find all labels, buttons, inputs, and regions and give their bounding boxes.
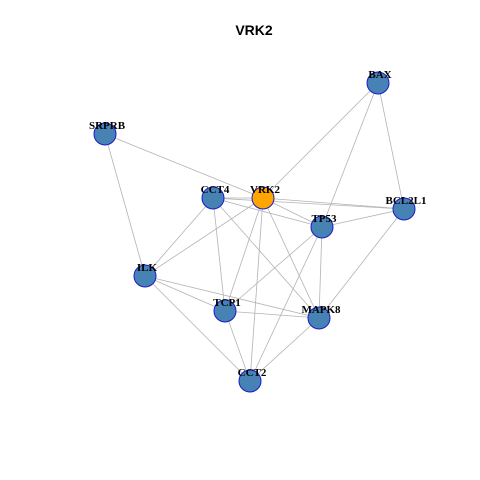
node-circle-cct4 bbox=[201, 186, 225, 210]
node-circle-bax bbox=[366, 71, 390, 95]
edge-ilk-cct2 bbox=[144, 275, 251, 382]
node-circle-bcl2l1 bbox=[392, 197, 416, 221]
edge-vrk2-cct2 bbox=[249, 197, 264, 382]
edge-cct4-mapk8 bbox=[212, 197, 320, 319]
node-circle-cct2 bbox=[238, 369, 262, 393]
node-label-cct4: CCT4 bbox=[201, 184, 230, 196]
node-srprb: SRPRB bbox=[89, 120, 126, 146]
node-circle-srprb bbox=[93, 122, 117, 146]
edges-layer bbox=[104, 82, 405, 382]
edge-tp53-mapk8 bbox=[318, 226, 323, 319]
node-circle-vrk2 bbox=[251, 186, 275, 210]
node-tp53: TP53 bbox=[310, 213, 337, 239]
edge-vrk2-bax bbox=[262, 82, 379, 199]
edge-bcl2l1-mapk8 bbox=[318, 208, 405, 319]
node-label-tcp1: TCP1 bbox=[213, 297, 241, 309]
edge-cct4-tcp1 bbox=[212, 197, 226, 312]
node-label-cct2: CCT2 bbox=[238, 367, 267, 379]
edge-ilk-tcp1 bbox=[144, 275, 226, 312]
edge-tp53-tcp1 bbox=[224, 226, 323, 312]
edge-tcp1-cct2 bbox=[224, 310, 251, 382]
edge-srprb-ilk bbox=[104, 133, 146, 277]
edge-cct4-tp53 bbox=[212, 197, 323, 228]
node-cct4: CCT4 bbox=[201, 184, 230, 210]
node-circle-mapk8 bbox=[307, 306, 331, 330]
node-bax: BAX bbox=[366, 69, 392, 95]
edge-bax-bcl2l1 bbox=[377, 82, 405, 210]
edge-cct4-bcl2l1 bbox=[212, 197, 405, 210]
edge-vrk2-tcp1 bbox=[224, 197, 264, 312]
node-vrk2: VRK2 bbox=[250, 184, 280, 210]
node-label-bcl2l1: BCL2L1 bbox=[386, 195, 427, 207]
node-label-srprb: SRPRB bbox=[89, 120, 126, 132]
node-tcp1: TCP1 bbox=[213, 297, 241, 323]
edge-bax-tp53 bbox=[321, 82, 379, 228]
edge-vrk2-mapk8 bbox=[262, 197, 320, 319]
node-ilk: ILK bbox=[133, 262, 158, 288]
edge-ilk-mapk8 bbox=[144, 275, 320, 319]
edge-mapk8-cct2 bbox=[249, 317, 320, 382]
node-circle-tp53 bbox=[310, 215, 334, 239]
edge-cct4-ilk bbox=[144, 197, 214, 277]
graph-title: VRK2 bbox=[235, 22, 273, 38]
edge-vrk2-bcl2l1 bbox=[262, 197, 405, 210]
node-mapk8: MAPK8 bbox=[301, 304, 341, 330]
edge-tp53-cct2 bbox=[249, 226, 323, 382]
node-label-vrk2: VRK2 bbox=[250, 184, 280, 196]
node-circle-tcp1 bbox=[213, 299, 237, 323]
node-label-ilk: ILK bbox=[137, 262, 158, 274]
node-label-bax: BAX bbox=[368, 69, 391, 81]
edge-tcp1-mapk8 bbox=[224, 310, 320, 319]
node-circle-ilk bbox=[133, 264, 157, 288]
node-label-mapk8: MAPK8 bbox=[301, 304, 341, 316]
node-cct2: CCT2 bbox=[238, 367, 267, 393]
node-label-tp53: TP53 bbox=[311, 213, 337, 225]
edge-vrk2-ilk bbox=[144, 197, 264, 277]
edge-tp53-bcl2l1 bbox=[321, 208, 405, 228]
edge-vrk2-srprb bbox=[104, 133, 264, 199]
node-bcl2l1: BCL2L1 bbox=[386, 195, 427, 221]
